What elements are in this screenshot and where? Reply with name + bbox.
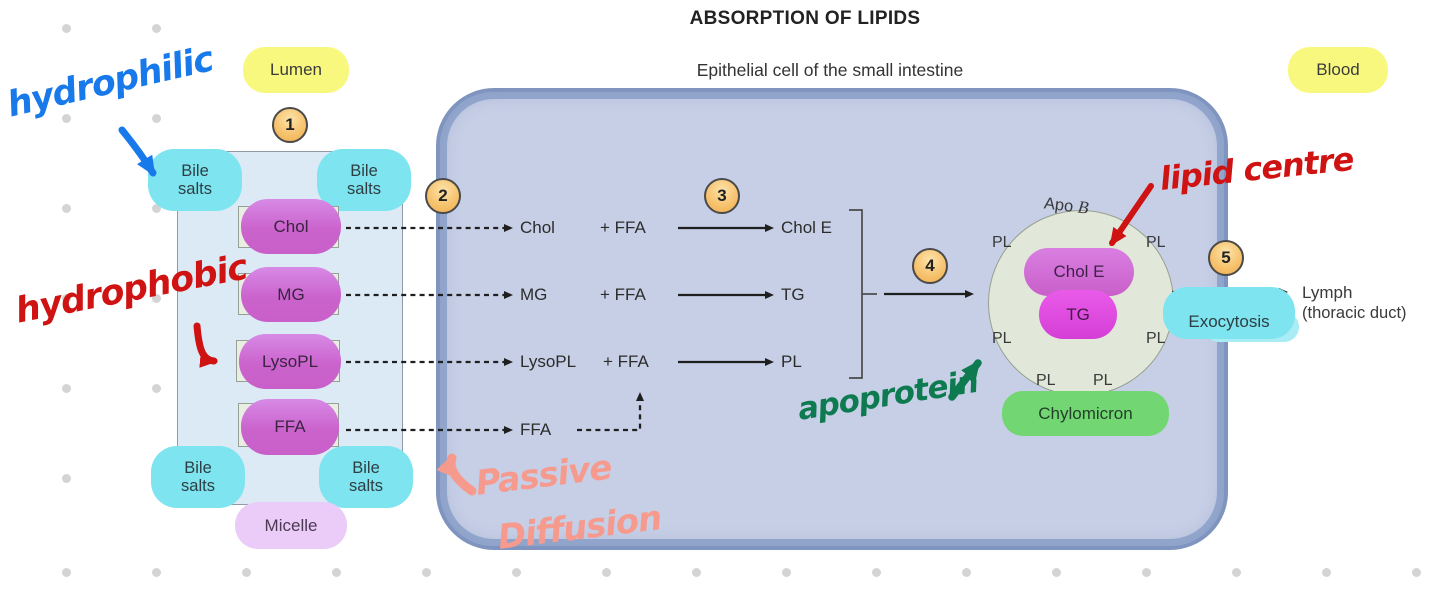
pl-label: PL [1146, 330, 1166, 347]
rxn-ffa: FFA [520, 420, 552, 439]
rxn-chol: Chol [520, 218, 555, 237]
subtitle: Epithelial cell of the small intestine [696, 60, 964, 80]
step-4-badge: 4 [912, 248, 948, 284]
pl-label: PL [992, 330, 1012, 347]
bile-salts-top-right: Bile salts [317, 149, 411, 211]
rxn-tg: TG [781, 285, 805, 304]
pl-label: PL [992, 234, 1012, 251]
grid-dot [601, 567, 611, 577]
grid-dot [151, 383, 161, 393]
rxn-lysopl-plus: + FFA [603, 352, 649, 371]
blood-label: Blood [1288, 47, 1388, 93]
thoracic-duct-label: (thoracic duct) [1302, 304, 1407, 322]
grid-dot [61, 113, 71, 123]
grid-dot [61, 473, 71, 483]
grid-dot [331, 567, 341, 577]
chylomicron-chol-e: Chol E [1024, 248, 1134, 296]
micelle-chol: Chol [241, 199, 341, 254]
grid-dot [1141, 567, 1151, 577]
grid-dot [421, 567, 431, 577]
step-3-badge: 3 [704, 178, 740, 214]
grid-dot [61, 203, 71, 213]
step-1-badge: 1 [272, 107, 308, 143]
pl-label: PL [1036, 372, 1056, 389]
grid-dot [151, 203, 161, 213]
step-2-badge: 2 [425, 178, 461, 214]
rxn-pl: PL [781, 352, 802, 371]
grid-dot [151, 23, 161, 33]
rxn-mg-plus: + FFA [600, 285, 646, 304]
grid-dot [61, 293, 71, 303]
step-5-badge: 5 [1208, 240, 1244, 276]
grid-dot [151, 567, 161, 577]
grid-dot [151, 293, 161, 303]
bile-salts-top-left: Bile salts [148, 149, 242, 211]
grid-dot [961, 567, 971, 577]
pl-label: PL [1093, 372, 1113, 389]
chylomicron-label: Chylomicron [1002, 391, 1169, 436]
rxn-chole: Chol E [781, 218, 833, 237]
micelle-ffa: FFA [241, 399, 339, 455]
chylomicron-tg: TG [1039, 290, 1117, 339]
rxn-lysopl: LysoPL [520, 352, 577, 371]
grid-dot [61, 383, 71, 393]
rxn-mg: MG [520, 285, 548, 304]
micelle-label: Micelle [235, 502, 347, 549]
micelle-mg: MG [241, 267, 341, 322]
page-title: ABSORPTION OF LIPIDS [689, 8, 921, 29]
exocytosis-label: Exocytosis [1163, 287, 1295, 339]
grid-dot [1231, 567, 1241, 577]
grid-dot [151, 113, 161, 123]
grid-dot [871, 567, 881, 577]
lymph-label: Lymph [1302, 283, 1353, 302]
pl-label: PL [1146, 234, 1166, 251]
grid-dot [691, 567, 701, 577]
bile-salts-label: Bile [181, 161, 209, 180]
grid-dot [1321, 567, 1331, 577]
grid-dot [61, 567, 71, 577]
bile-salts-bottom-right: Bile salts [319, 446, 413, 508]
bile-salts-bottom-left: Bile salts [151, 446, 245, 508]
grid-dot [241, 567, 251, 577]
grid-dot [781, 567, 791, 577]
grid-dot [511, 567, 521, 577]
rxn-chol-plus: + FFA [600, 218, 646, 237]
grid-dot [61, 23, 71, 33]
grid-dot [1051, 567, 1061, 577]
lumen-label: Lumen [243, 47, 349, 93]
micelle-lysopl: LysoPL [239, 334, 341, 389]
grid-dot [1411, 567, 1421, 577]
